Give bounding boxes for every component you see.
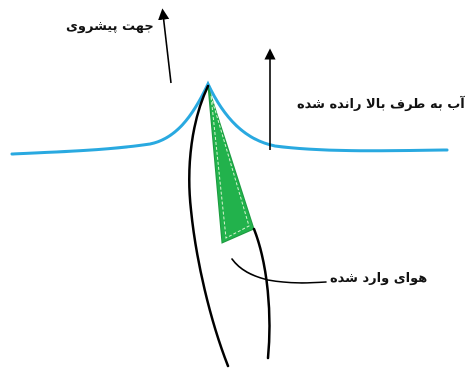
blade-left-outline [188,84,230,368]
direction-label: جهت پیشروی [66,19,154,34]
direction-arrow [158,8,172,84]
blade-right-outline [252,227,271,360]
water-pushed-up-label: آب به طرف بالا رانده شده [297,97,465,112]
air-leader-line [231,258,327,284]
air-wedge-highlight [210,95,250,239]
air-entered-label: هوای وارد شده [330,271,428,286]
water-surface-line [10,80,449,156]
